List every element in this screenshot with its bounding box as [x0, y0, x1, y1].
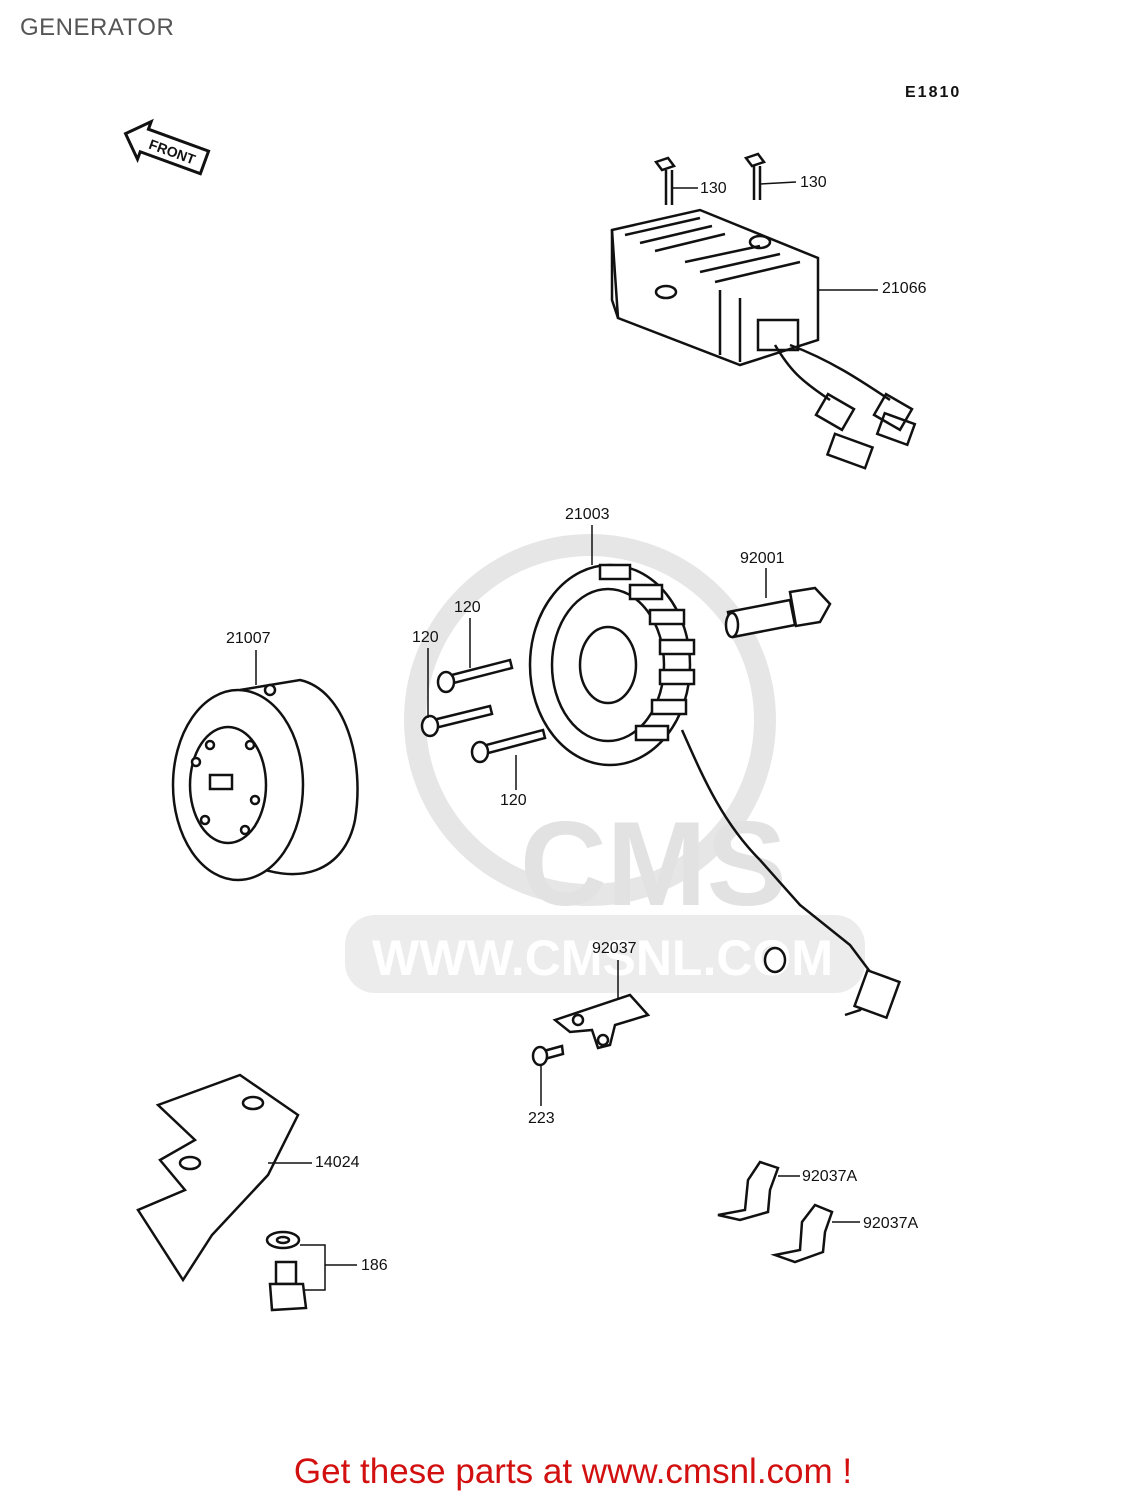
watermark-brand: CMS: [520, 797, 787, 931]
front-arrow-icon: FRONT: [123, 118, 211, 176]
part-label-120[interactable]: 120: [454, 599, 481, 616]
watermark-url: WWW.CMSNL.COM: [372, 930, 833, 986]
screw-120-icon: [420, 658, 547, 764]
screw-223-icon: [531, 1044, 565, 1067]
regulator-rectifier-icon: [610, 208, 917, 470]
part-label-21007[interactable]: 21007: [226, 630, 271, 647]
leader-lines: [255, 181, 878, 1291]
part-label-14024[interactable]: 14024: [315, 1154, 360, 1171]
watermark-emblem: [404, 534, 776, 906]
part-label-92037a[interactable]: 92037A: [802, 1168, 857, 1185]
part-label-130[interactable]: 130: [800, 174, 827, 191]
part-label-120[interactable]: 120: [500, 792, 527, 809]
bolt-130-icon: [653, 152, 767, 205]
call-to-action-link[interactable]: Get these parts at www.cmsnl.com !: [293, 1452, 853, 1491]
flywheel-rotor-icon: [171, 678, 359, 882]
part-label-186[interactable]: 186: [361, 1257, 388, 1274]
diagram-code: E1810: [905, 84, 962, 101]
part-label-21003[interactable]: 21003: [565, 506, 610, 523]
part-label-223[interactable]: 223: [528, 1110, 555, 1127]
part-label-130[interactable]: 130: [700, 180, 727, 197]
clamp-92037-icon: [552, 993, 651, 1050]
bracket-14024-icon: [136, 1073, 300, 1283]
page-title: GENERATOR: [20, 14, 175, 41]
clamp-92037a-icon: [717, 1160, 834, 1264]
part-label-21066[interactable]: 21066: [882, 280, 927, 297]
bolt-washer-186-icon: [265, 1230, 308, 1312]
part-labels: 130 130 21066 21003 92001 21007 120 120 …: [226, 174, 927, 1274]
part-label-92037a[interactable]: 92037A: [863, 1215, 918, 1232]
stator-icon: [528, 563, 902, 1020]
part-label-120[interactable]: 120: [412, 629, 439, 646]
part-label-92001[interactable]: 92001: [740, 550, 785, 567]
watermark-plate: [345, 915, 865, 993]
cms-watermark: CMS WWW.CMSNL.COM: [345, 534, 865, 993]
part-label-92037[interactable]: 92037: [592, 940, 637, 957]
bolt-92001-icon: [724, 586, 832, 639]
